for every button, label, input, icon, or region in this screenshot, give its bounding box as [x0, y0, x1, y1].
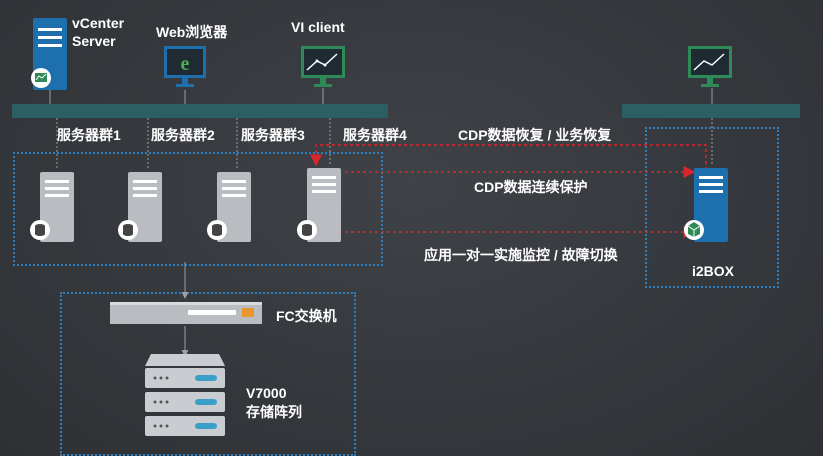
server-1-icon: [30, 170, 78, 249]
i2box-console-monitor-icon: [688, 46, 734, 95]
i2box-server-icon: [684, 166, 732, 249]
server-group-1-label: 服务器群1: [57, 127, 121, 143]
server-group-3-label: 服务器群3: [241, 127, 305, 143]
browser-icon: e: [164, 46, 208, 95]
i2box-label: i2BOX: [692, 263, 735, 279]
app-monitor-label: 应用一对一实施监控 / 故障切换: [424, 247, 618, 263]
server-cluster-boundary: [13, 152, 383, 266]
vcenter-label-line1: vCenter: [72, 15, 125, 31]
server-2-icon: [118, 170, 166, 249]
storage-label-line1: V7000: [246, 385, 287, 401]
server-4-icon: [297, 166, 345, 249]
cdp-protect-label: CDP数据连续保护: [474, 179, 588, 195]
network-bus-left: [12, 104, 388, 118]
fc-switch-label: FC交换机: [276, 308, 337, 324]
svg-text:e: e: [181, 53, 190, 75]
vi-client-label: VI client: [291, 19, 345, 35]
web-browser-label: Web浏览器: [156, 24, 228, 40]
fc-switch-icon: [110, 302, 264, 331]
storage-array-icon: [143, 354, 227, 445]
vi-client-monitor-icon: [301, 46, 347, 95]
vcenter-server-icon: [30, 18, 72, 97]
storage-network-boundary: [60, 292, 356, 456]
cdp-recovery-label: CDP数据恢复 / 业务恢复: [458, 127, 612, 143]
server-group-4-label: 服务器群4: [343, 127, 407, 143]
storage-label-line2: 存储阵列: [246, 404, 302, 420]
vcenter-label: vCenter Server: [72, 14, 124, 50]
server-3-icon: [207, 170, 255, 249]
storage-label: V7000 存储阵列: [246, 384, 302, 422]
vcenter-label-line2: Server: [72, 33, 116, 49]
network-bus-right: [622, 104, 800, 118]
server-group-2-label: 服务器群2: [151, 127, 215, 143]
